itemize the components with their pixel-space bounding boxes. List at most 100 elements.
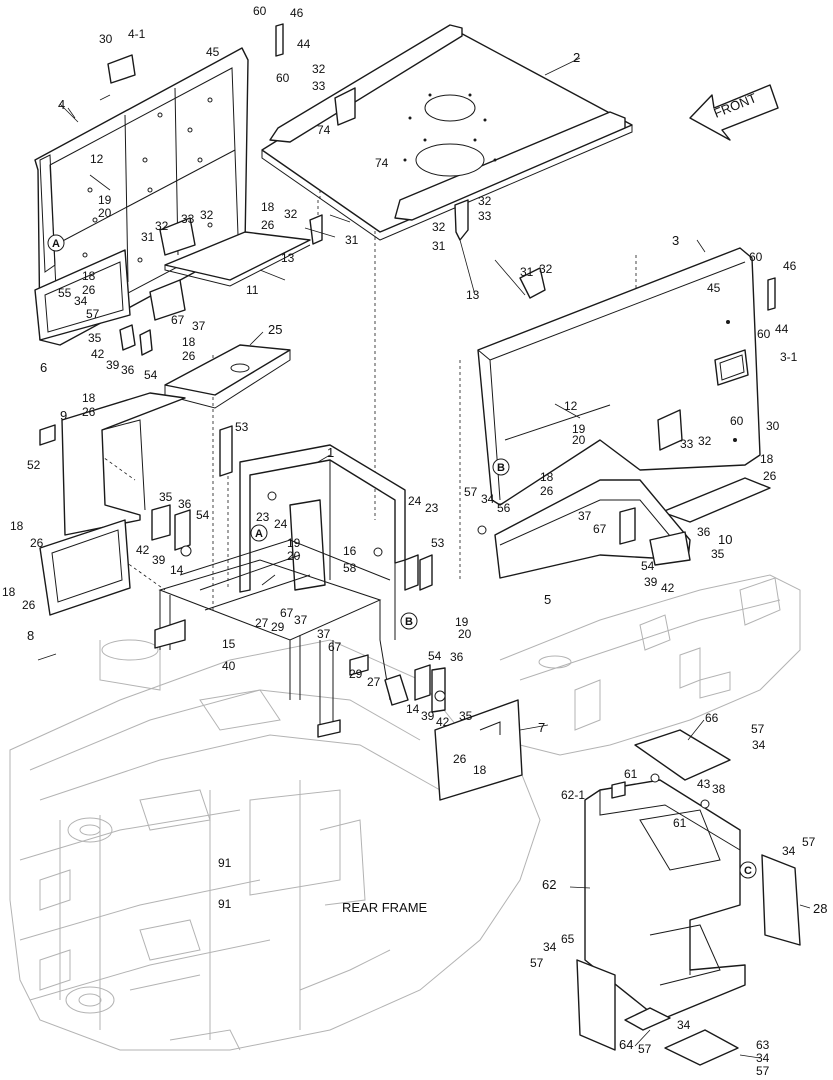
callout: 57 bbox=[638, 1042, 652, 1056]
callout: 9 bbox=[60, 408, 67, 423]
callout: 42 bbox=[661, 581, 675, 595]
callout: 23 bbox=[425, 501, 439, 515]
callout: 14 bbox=[406, 702, 420, 716]
callout: 2 bbox=[573, 50, 580, 65]
callout: 39 bbox=[644, 575, 658, 589]
callout: 55 bbox=[58, 286, 72, 300]
callout: 46 bbox=[783, 259, 797, 273]
callout: 40 bbox=[222, 659, 236, 673]
cover-part-66 bbox=[634, 729, 731, 781]
callout: 18 bbox=[473, 763, 487, 777]
callout: 58 bbox=[343, 561, 357, 575]
callout: 67 bbox=[593, 522, 607, 536]
callout: 27 bbox=[255, 616, 269, 630]
panel-part-8 bbox=[39, 519, 131, 616]
panel-part-6 bbox=[34, 249, 186, 341]
callout: 13 bbox=[281, 251, 295, 265]
callout: 26 bbox=[82, 405, 96, 419]
callout: 60 bbox=[253, 4, 267, 18]
roof-part-2 bbox=[261, 24, 633, 241]
callout: 32 bbox=[284, 207, 298, 221]
callout: 27 bbox=[367, 675, 381, 689]
callout: 36 bbox=[178, 497, 192, 511]
callout: 32 bbox=[432, 220, 446, 234]
callout: 23 bbox=[256, 510, 270, 524]
svg-text:B: B bbox=[497, 462, 505, 474]
callout: 32 bbox=[698, 434, 712, 448]
callout: 31 bbox=[432, 239, 446, 253]
callout: 91 bbox=[218, 897, 232, 911]
callout: 34 bbox=[74, 294, 88, 308]
callout: 57 bbox=[802, 835, 816, 849]
cover-part-64 bbox=[624, 1007, 671, 1031]
callout: 54 bbox=[428, 649, 442, 663]
callout: 45 bbox=[707, 281, 721, 295]
callout: 44 bbox=[775, 322, 789, 336]
callout: 52 bbox=[27, 458, 41, 472]
callout: 26 bbox=[763, 469, 777, 483]
callout: 74 bbox=[375, 156, 389, 170]
callout: 26 bbox=[261, 218, 275, 232]
callout: 19 bbox=[287, 536, 301, 550]
callout: 35 bbox=[88, 331, 102, 345]
marker-b-door: B bbox=[492, 458, 510, 476]
callout: 67 bbox=[171, 313, 185, 327]
callout: 38 bbox=[712, 782, 726, 796]
callout: 34 bbox=[481, 492, 495, 506]
callout: 32 bbox=[155, 219, 169, 233]
panel-part-5 bbox=[494, 479, 691, 579]
callout: 34 bbox=[782, 844, 796, 858]
callout: 67 bbox=[328, 640, 342, 654]
callout: 4-1 bbox=[128, 27, 146, 41]
callout: 33 bbox=[181, 212, 195, 226]
callout: 1 bbox=[327, 445, 334, 460]
callout: 20 bbox=[572, 433, 586, 447]
callout: 32 bbox=[478, 194, 492, 208]
callout: 37 bbox=[294, 613, 308, 627]
callout: 29 bbox=[349, 667, 363, 681]
callout: 34 bbox=[543, 940, 557, 954]
callout: 60 bbox=[730, 414, 744, 428]
callout: 5 bbox=[544, 592, 551, 607]
callout: 57 bbox=[530, 956, 544, 970]
callout: 26 bbox=[453, 752, 467, 766]
plate-part-11 bbox=[164, 231, 311, 287]
callout: 74 bbox=[317, 123, 331, 137]
plate-part-25 bbox=[164, 344, 291, 409]
callout: 30 bbox=[99, 32, 113, 46]
callout: 18 bbox=[540, 470, 554, 484]
callout: 14 bbox=[170, 563, 184, 577]
svg-text:B: B bbox=[405, 616, 413, 628]
callout: 24 bbox=[274, 517, 288, 531]
callout: 31 bbox=[520, 265, 534, 279]
callout: 54 bbox=[196, 508, 210, 522]
callout: 25 bbox=[268, 322, 282, 337]
reference-markers: A A B B C bbox=[47, 234, 757, 879]
callout: 57 bbox=[464, 485, 478, 499]
callout: 11 bbox=[246, 283, 259, 297]
callout: 36 bbox=[450, 650, 464, 664]
marker-c: C bbox=[739, 861, 757, 879]
callout: 53 bbox=[431, 536, 445, 550]
callout: 33 bbox=[312, 79, 326, 93]
callout: 24 bbox=[408, 494, 422, 508]
callout: 10 bbox=[718, 532, 732, 547]
callout: 3-1 bbox=[780, 350, 798, 364]
callout: 39 bbox=[152, 553, 166, 567]
callout: 12 bbox=[90, 152, 104, 166]
callout: 33 bbox=[478, 209, 492, 223]
panel-part-9 bbox=[61, 392, 186, 536]
rear-frame-background bbox=[9, 574, 801, 1051]
callout: 20 bbox=[287, 549, 301, 563]
callout: 33 bbox=[680, 437, 694, 451]
callout: 63 bbox=[756, 1038, 770, 1052]
callout: 26 bbox=[82, 283, 96, 297]
callout: 31 bbox=[345, 233, 359, 247]
callout: 39 bbox=[106, 358, 120, 372]
callout: 18 bbox=[261, 200, 275, 214]
callout: 64 bbox=[619, 1037, 633, 1052]
callout: 60 bbox=[749, 250, 763, 264]
callout: 19 bbox=[572, 422, 586, 436]
callout: 13 bbox=[466, 288, 480, 302]
callout: 54 bbox=[641, 559, 655, 573]
